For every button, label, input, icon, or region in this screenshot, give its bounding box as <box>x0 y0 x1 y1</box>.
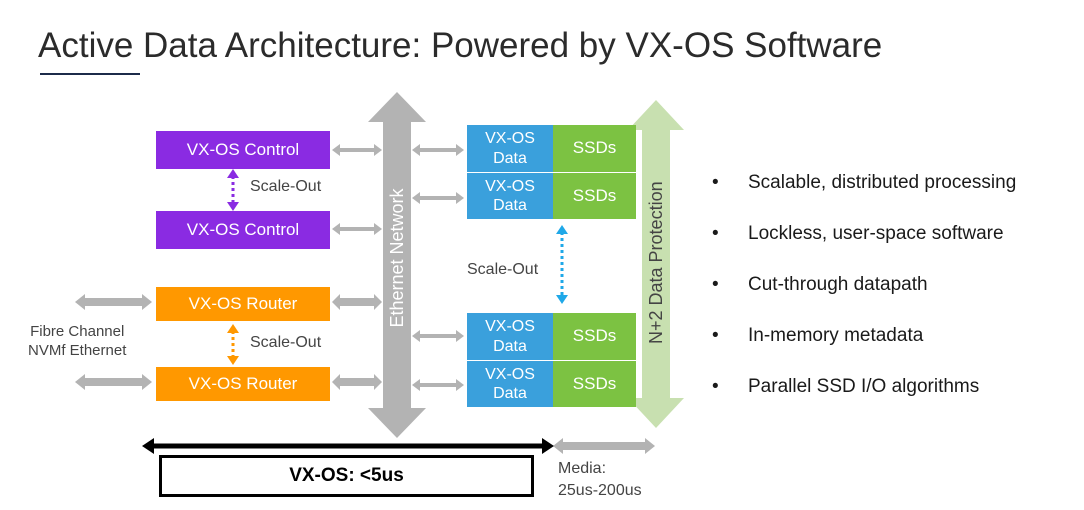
latency-label: VX-OS: <5us <box>289 465 404 486</box>
connector-control-2 <box>332 223 382 235</box>
feature-text: Parallel SSD I/O algorithms <box>748 376 980 397</box>
feature-item: • Lockless, user-space software <box>712 221 1016 272</box>
data-node-3: VX-OS Data <box>467 313 553 360</box>
ssd-label: SSDs <box>572 138 617 158</box>
fabric-arrow-1 <box>75 294 152 310</box>
ssd-label: SSDs <box>572 185 617 205</box>
scale-out-data-arrow <box>556 225 568 304</box>
bullet-icon: • <box>712 274 719 295</box>
bullet-icon: • <box>712 223 719 244</box>
latency-arrow <box>142 438 554 454</box>
fabric-label: Fibre Channel NVMf Ethernet <box>28 322 126 360</box>
data-node-label-line2: Data <box>493 385 527 402</box>
feature-text: Lockless, user-space software <box>748 223 1004 244</box>
bullet-icon: • <box>712 172 719 193</box>
data-node-label-line2: Data <box>493 337 527 355</box>
feature-item: • In-memory metadata <box>712 323 1016 374</box>
data-node-4: VX-OS Data <box>467 361 553 407</box>
node-to-network-connectors <box>75 144 655 454</box>
connector-data-4 <box>412 379 464 391</box>
router-node-label: VX-OS Router <box>188 293 298 313</box>
fabric-arrow-2 <box>75 374 152 390</box>
scale-out-data-label: Scale-Out <box>467 261 539 278</box>
media-arrow <box>553 438 655 454</box>
ssd-label: SSDs <box>572 326 617 346</box>
router-node-label: VX-OS Router <box>188 373 298 393</box>
scale-out-control-label: Scale-Out <box>250 178 322 195</box>
media-label-line1: Media: <box>558 460 607 477</box>
ssd-block-1: SSDs <box>553 125 636 172</box>
data-protection-label: N+2 Data Protection <box>646 181 666 344</box>
connector-control-1 <box>332 144 382 156</box>
data-node-label-line2: Data <box>493 197 527 214</box>
feature-text: In-memory metadata <box>748 325 924 346</box>
control-node-label: VX-OS Control <box>186 139 300 159</box>
scale-out-router-label: Scale-Out <box>250 334 322 351</box>
media-label: Media: 25us-200us <box>558 458 642 502</box>
connector-router-1 <box>332 294 382 310</box>
feature-text: Scalable, distributed processing <box>748 172 1017 193</box>
feature-text: Cut-through datapath <box>748 274 928 295</box>
connector-data-1 <box>412 144 464 156</box>
bullet-icon: • <box>712 376 719 397</box>
fabric-label-line2: NVMf Ethernet <box>28 342 127 359</box>
bullet-icon: • <box>712 325 719 346</box>
ssd-block-2: SSDs <box>553 173 636 219</box>
router-node-2: VX-OS Router <box>156 367 330 401</box>
data-protection-arrow <box>628 100 684 428</box>
feature-item: • Parallel SSD I/O algorithms <box>712 374 1016 425</box>
control-node-2: VX-OS Control <box>156 211 330 249</box>
data-node-label-line1: VX-OS <box>485 177 535 195</box>
feature-list: • Scalable, distributed processing • Lockl… <box>712 170 1016 425</box>
control-node-label: VX-OS Control <box>186 219 300 239</box>
data-node-label-line1: VX-OS <box>485 130 535 148</box>
ethernet-network-arrow <box>368 92 426 438</box>
scale-out-router-arrow <box>227 324 239 365</box>
latency-box: VX-OS: <5us <box>159 455 534 497</box>
page-title: Active Data Architecture: Powered by VX-… <box>38 26 883 65</box>
scale-out-control-arrow <box>227 169 239 211</box>
router-node-1: VX-OS Router <box>156 287 330 321</box>
control-node-1: VX-OS Control <box>156 131 330 169</box>
feature-item: • Scalable, distributed processing <box>712 170 1016 221</box>
fabric-label-line1: Fibre Channel <box>30 323 125 340</box>
ssd-label: SSDs <box>572 373 617 393</box>
data-node-label-line1: VX-OS <box>485 365 535 383</box>
title-underline <box>40 73 140 75</box>
ssd-block-3: SSDs <box>553 313 636 360</box>
ethernet-network-label: Ethernet Network <box>387 188 407 328</box>
connector-data-2 <box>412 192 464 204</box>
media-label-line2: 25us-200us <box>558 482 642 499</box>
data-node-label-line2: Data <box>493 149 527 167</box>
data-node-2: VX-OS Data <box>467 173 553 219</box>
data-node-1: VX-OS Data <box>467 125 553 172</box>
feature-item: • Cut-through datapath <box>712 272 1016 323</box>
connector-router-2 <box>332 374 382 390</box>
connector-data-3 <box>412 330 464 342</box>
ssd-block-4: SSDs <box>553 361 636 407</box>
data-node-label-line1: VX-OS <box>485 318 535 336</box>
